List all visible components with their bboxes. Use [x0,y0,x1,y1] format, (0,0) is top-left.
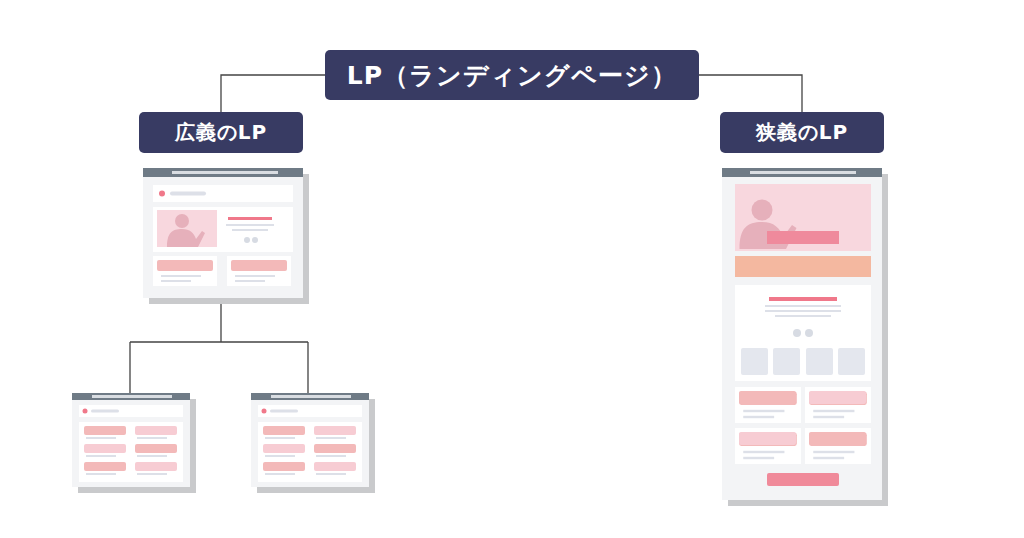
tree-connector [221,75,325,112]
node-label: 広義のLP [175,119,267,146]
root-box: LP（ランディングページ） [325,50,699,100]
category-box: 広義のLP [139,112,303,153]
node-label: 狭義のLP [756,119,848,146]
node-label: LP（ランディングページ） [347,59,677,92]
tree-connector [699,75,802,112]
category-box: 狭義のLP [720,112,884,153]
